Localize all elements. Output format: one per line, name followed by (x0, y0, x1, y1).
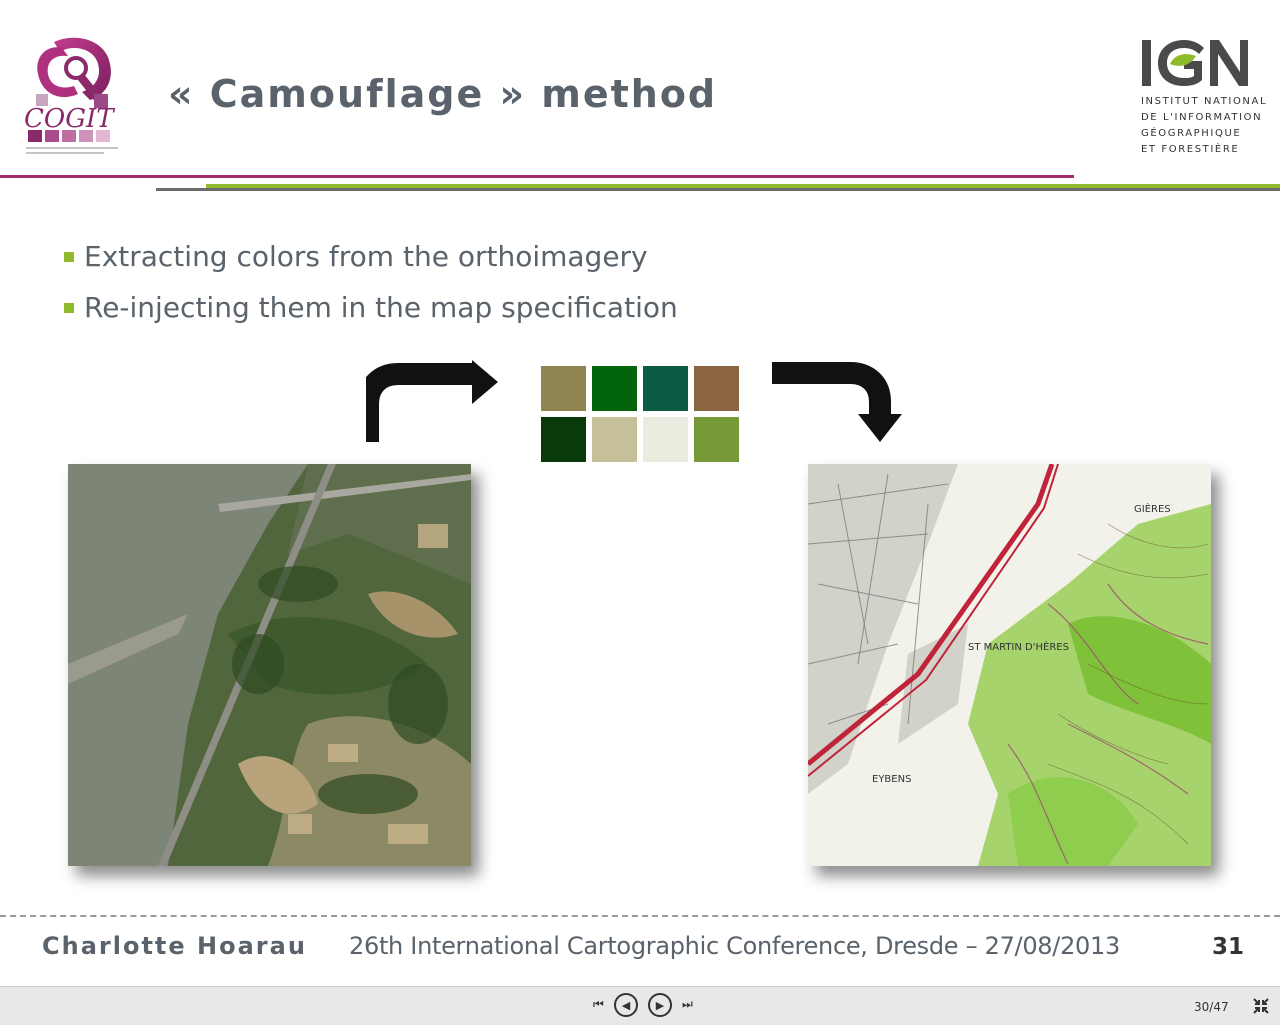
ign-logo: INSTITUT NATIONAL DE L'INFORMATION GÉOGR… (1140, 36, 1266, 160)
color-swatch (592, 366, 637, 411)
ign-wordmark (1142, 40, 1248, 86)
bullet-text: Re-injecting them in the map specificati… (84, 291, 678, 324)
slide: COGIT « Camouflage » method INSTITUT NAT… (0, 34, 1280, 960)
arrow-up-right-icon (366, 360, 498, 442)
map-label-gieres: GIÈRES (1134, 502, 1171, 515)
footer-author: Charlotte Hoarau (42, 932, 307, 960)
footer-rule (0, 915, 1280, 917)
cogit-logo: COGIT (24, 34, 122, 160)
color-swatch (643, 417, 688, 462)
header-rule-magenta (0, 175, 1074, 178)
orthoimagery-image (68, 464, 471, 866)
header-rule-gray (156, 188, 1280, 191)
page-counter: 30/47 (1194, 1000, 1229, 1014)
ign-subtitle-line: INSTITUT NATIONAL (1141, 96, 1268, 107)
map-label-st-martin: ST MARTIN D'HÈRES (968, 640, 1069, 653)
arrow-right-down-icon (772, 362, 902, 442)
color-swatch (694, 417, 739, 462)
skip-first-icon[interactable]: ⏮ (593, 997, 604, 1011)
color-palette (541, 366, 739, 466)
previous-icon[interactable]: ◀ (614, 993, 638, 1017)
color-swatch (694, 366, 739, 411)
next-icon[interactable]: ▶ (648, 993, 672, 1017)
exit-fullscreen-icon[interactable] (1252, 997, 1270, 1015)
ign-subtitle-line: ET FORESTIÈRE (1141, 144, 1240, 155)
color-swatch (592, 417, 637, 462)
bullet-text: Extracting colors from the orthoimagery (84, 240, 648, 273)
ign-subtitle-line: GÉOGRAPHIQUE (1141, 128, 1242, 139)
skip-last-icon[interactable]: ⏭ (682, 997, 693, 1011)
footer-conference: 26th International Cartographic Conferen… (349, 932, 1120, 960)
color-swatch (541, 366, 586, 411)
bullet-square-icon (64, 252, 74, 262)
ign-subtitle-line: DE L'INFORMATION (1141, 112, 1263, 123)
slide-number: 31 (1212, 934, 1245, 960)
ign-subtitle: INSTITUT NATIONAL DE L'INFORMATION GÉOGR… (1141, 94, 1267, 158)
header-rule-green (206, 184, 1280, 188)
bullet-square-icon (64, 303, 74, 313)
slide-title: « Camouflage » method (168, 72, 718, 116)
viewer-control-bar: ⏮ ◀ ▶ ⏭ 30/47 (0, 986, 1280, 1025)
map-label-eybens: EYBENS (872, 774, 911, 785)
topographic-map-image: GIÈRES ST MARTIN D'HÈRES EYBENS (808, 464, 1211, 866)
color-swatch (643, 366, 688, 411)
cogit-wordmark: COGIT (24, 104, 115, 134)
color-swatch (541, 417, 586, 462)
